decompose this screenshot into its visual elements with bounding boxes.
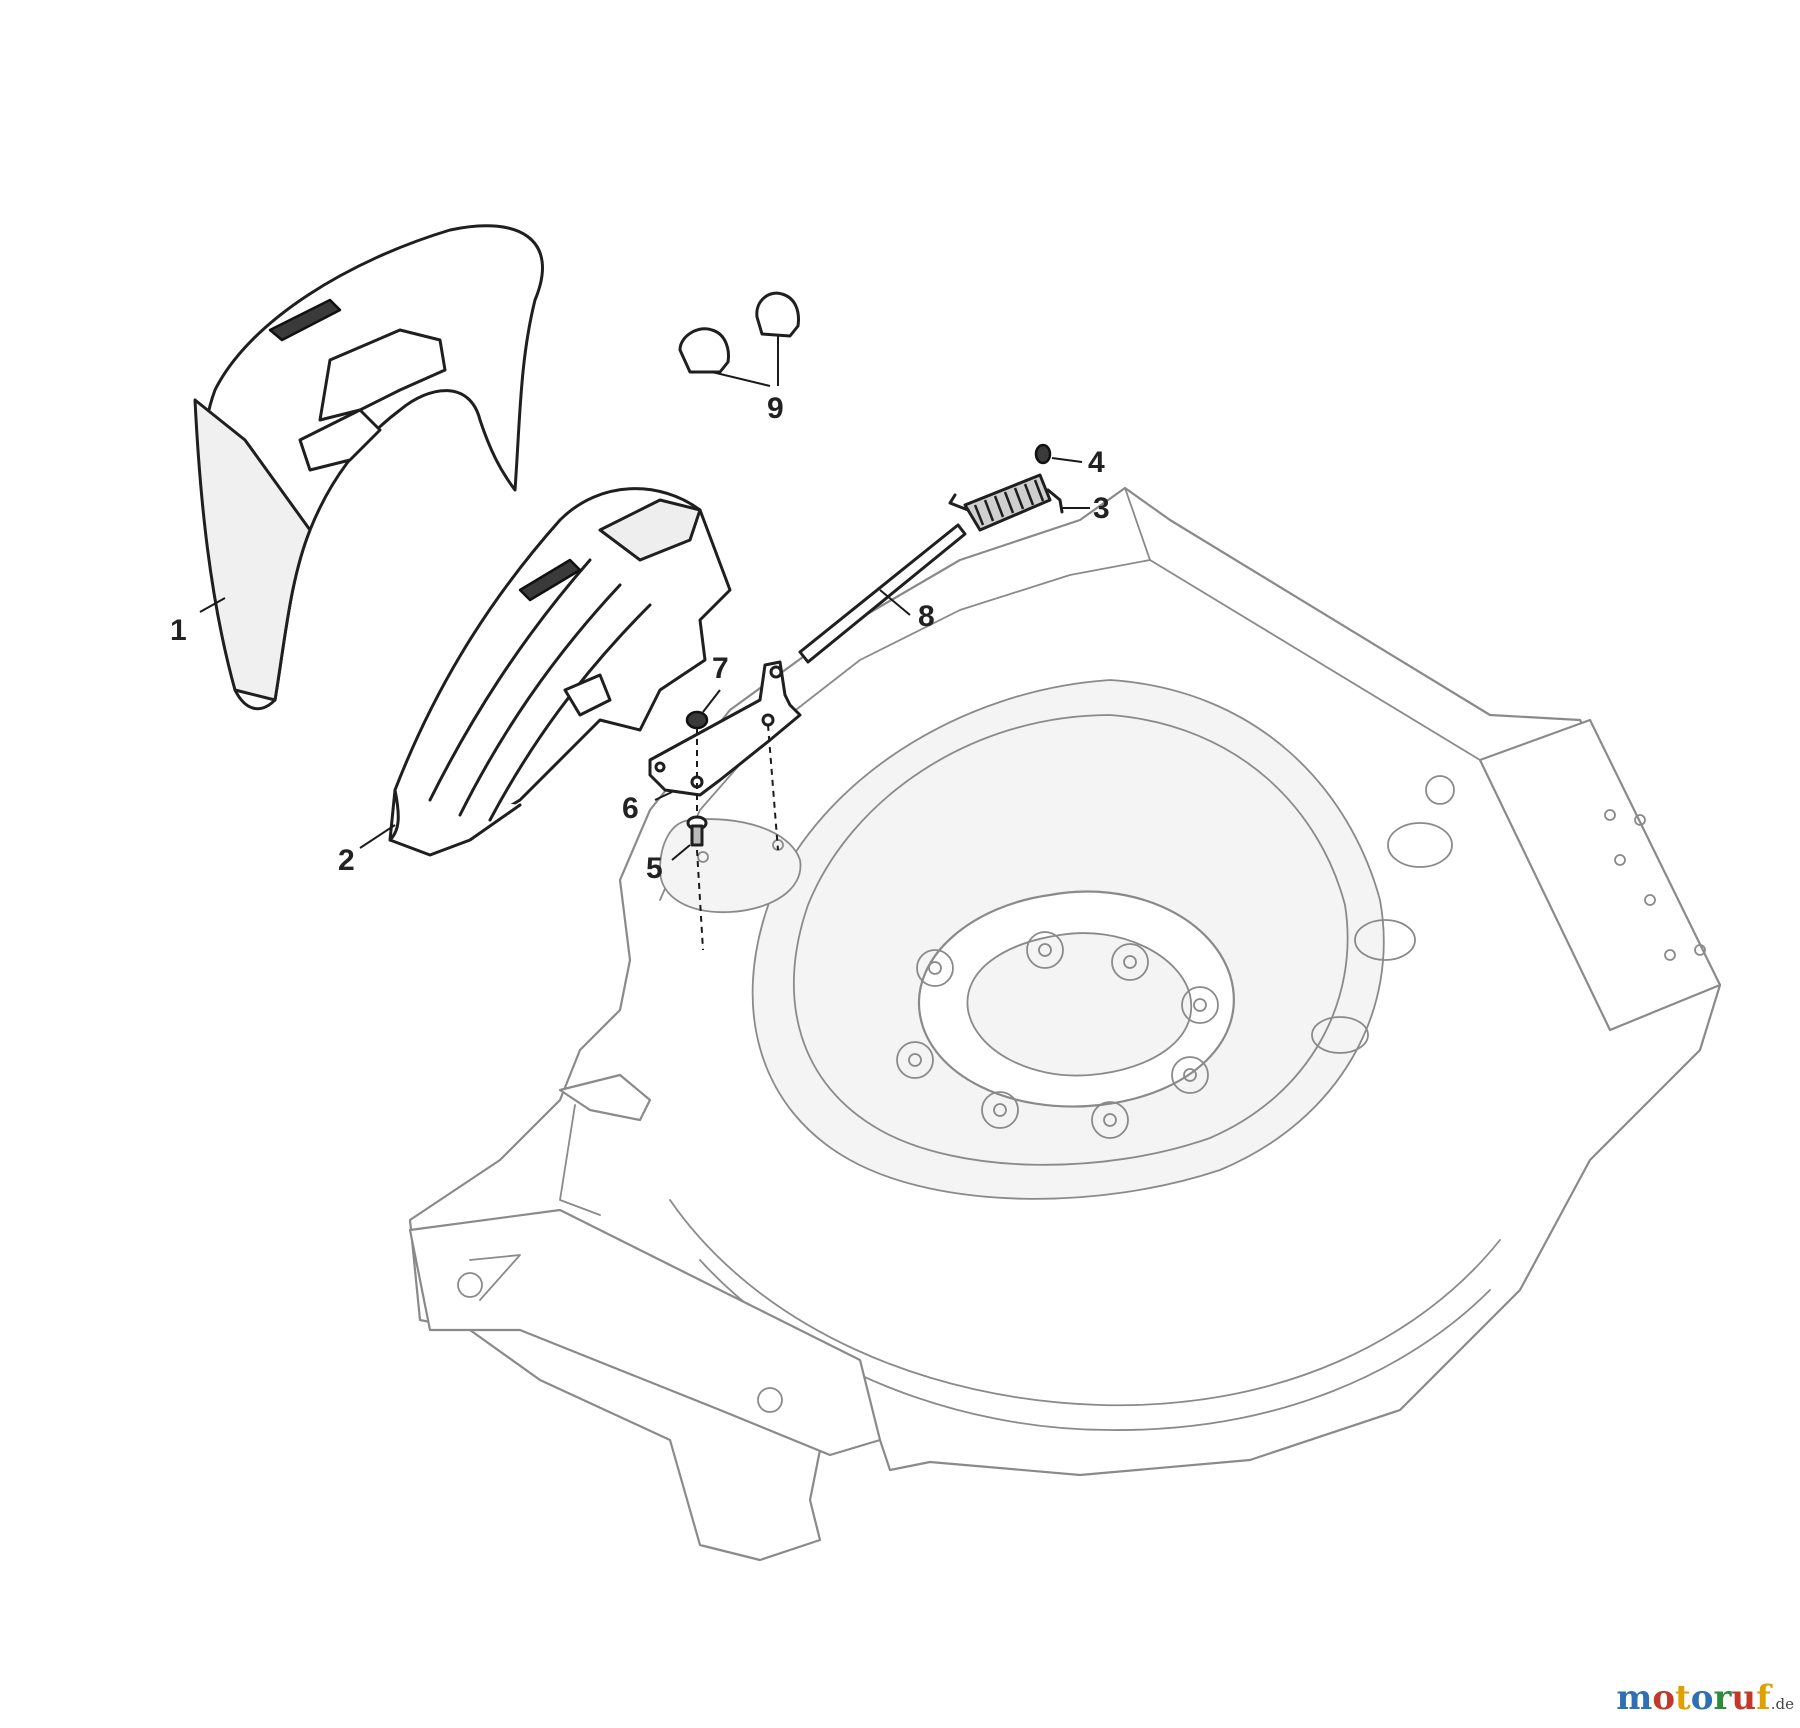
callout-5: 5 bbox=[646, 852, 663, 885]
callout-2: 2 bbox=[338, 844, 355, 877]
assembly-line-right bbox=[767, 724, 779, 851]
part-7-nut bbox=[685, 689, 721, 730]
watermark-letter: o bbox=[1690, 1678, 1714, 1718]
watermark-letter: u bbox=[1731, 1678, 1757, 1718]
callout-3: 3 bbox=[1093, 492, 1110, 525]
watermark-letter: t bbox=[1675, 1678, 1691, 1718]
part-4-clip bbox=[1034, 443, 1083, 465]
part-6-bracket bbox=[648, 660, 802, 801]
callout-6: 6 bbox=[622, 792, 639, 825]
part-1-rear-hood bbox=[193, 224, 544, 711]
watermark-logo: motoruf.de bbox=[1616, 1678, 1794, 1718]
part-5-screw bbox=[671, 815, 708, 861]
watermark-letter: f bbox=[1756, 1678, 1771, 1718]
callout-8: 8 bbox=[918, 600, 935, 633]
part-3-torsion-spring bbox=[948, 473, 1090, 532]
callout-4: 4 bbox=[1088, 446, 1105, 479]
callout-1: 1 bbox=[170, 614, 187, 647]
part-8-hinge-rod bbox=[798, 523, 967, 664]
watermark-letter: r bbox=[1713, 1678, 1732, 1718]
leader-2 bbox=[359, 824, 396, 849]
part-2-rear-flap bbox=[388, 487, 732, 857]
callout-7: 7 bbox=[712, 652, 729, 685]
leader-1 bbox=[199, 597, 226, 613]
part-9-caps bbox=[678, 291, 800, 387]
callout-9: 9 bbox=[767, 392, 784, 425]
assembly-line-left-lower bbox=[696, 849, 704, 951]
watermark-letters: motoruf bbox=[1616, 1678, 1770, 1718]
watermark-letter: o bbox=[1652, 1678, 1676, 1718]
watermark-letter: m bbox=[1616, 1678, 1653, 1718]
watermark-tld: .de bbox=[1770, 1695, 1794, 1713]
